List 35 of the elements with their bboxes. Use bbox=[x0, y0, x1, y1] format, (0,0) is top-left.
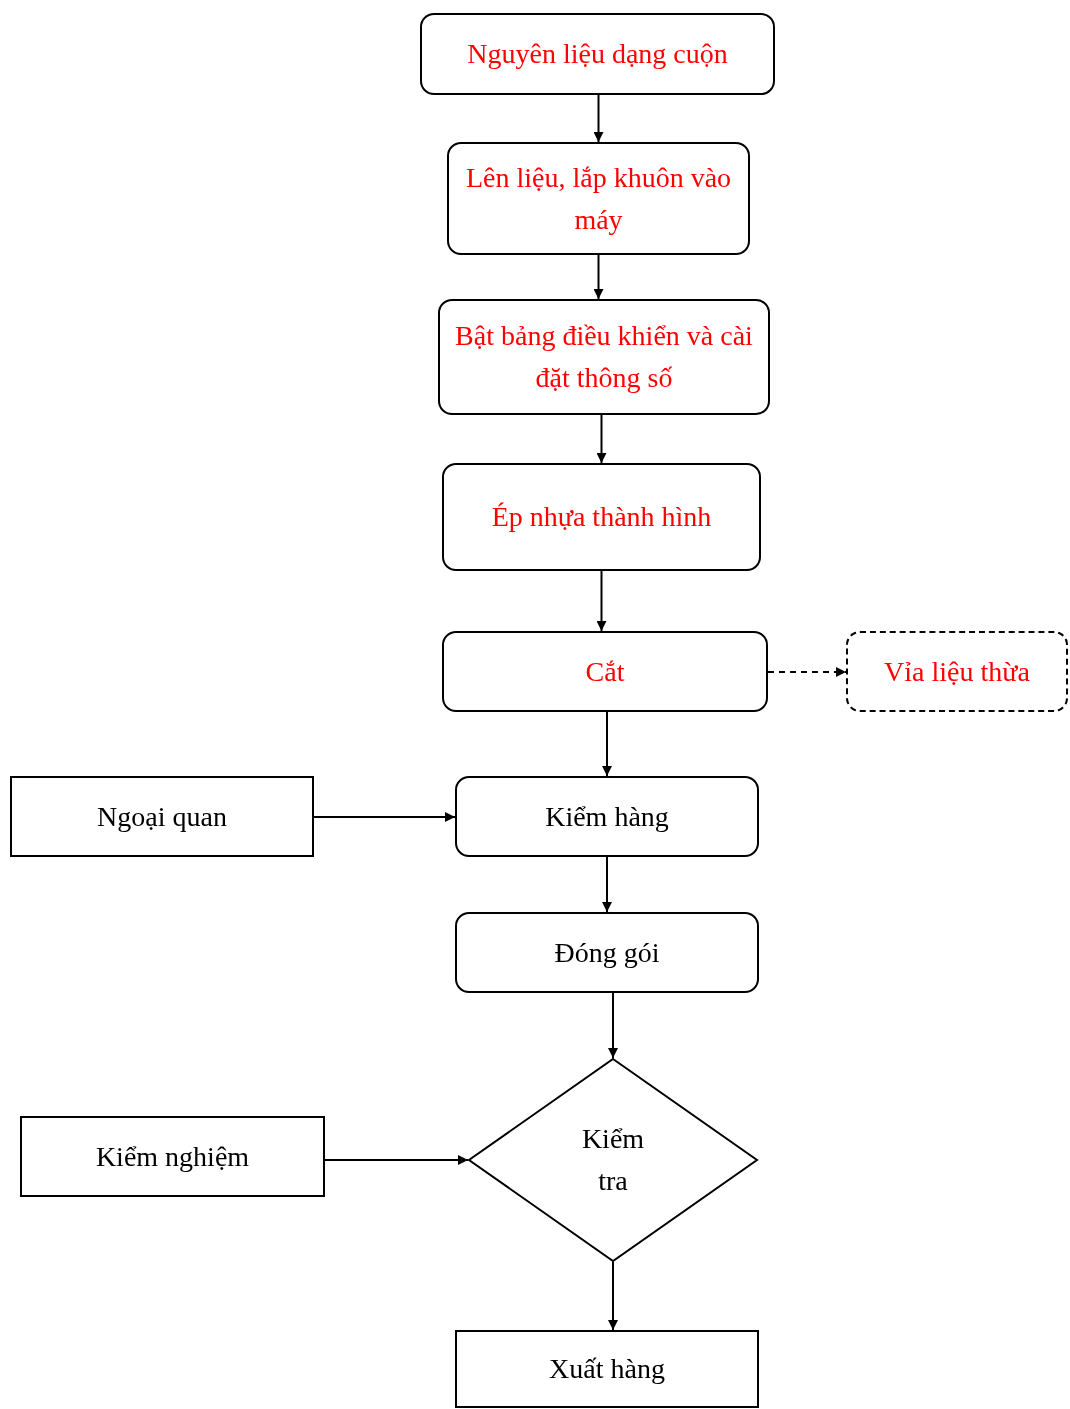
arrow bbox=[593, 94, 604, 143]
node-label: Xuất hàng bbox=[549, 1352, 665, 1386]
arrow bbox=[596, 414, 607, 464]
node-label: Vỉa liệu thừa bbox=[884, 654, 1030, 689]
process-box bbox=[442, 463, 761, 571]
process-box bbox=[455, 776, 759, 857]
arrow bbox=[602, 856, 612, 913]
process-box bbox=[447, 142, 750, 255]
arrow bbox=[608, 1261, 618, 1331]
arrow bbox=[313, 812, 456, 822]
node-label: Kiểm nghiệm bbox=[95, 1139, 250, 1174]
process-box bbox=[455, 912, 759, 993]
arrow bbox=[324, 1155, 469, 1165]
process-box bbox=[846, 631, 1068, 712]
process-box bbox=[420, 13, 775, 95]
arrow bbox=[593, 254, 604, 300]
decision-diamond bbox=[468, 1058, 758, 1262]
node-label: Kiểm tra bbox=[580, 1122, 646, 1198]
node-label: Nguyên liệu dạng cuộn bbox=[467, 37, 728, 71]
node-label: Ép nhựa thành hình bbox=[491, 500, 712, 534]
process-box bbox=[20, 1116, 325, 1197]
node-label: Bật bảng điều khiển và cài đặt thông số bbox=[454, 319, 754, 395]
node-label: Ngoại quan bbox=[97, 799, 227, 834]
node-label: Đóng gói bbox=[554, 935, 660, 970]
node-label: Cắt bbox=[585, 654, 625, 689]
arrow bbox=[596, 570, 607, 632]
arrow bbox=[602, 711, 612, 777]
node-label: Kiểm hàng bbox=[545, 799, 669, 834]
process-box bbox=[455, 1330, 759, 1408]
process-box bbox=[438, 299, 770, 415]
process-box bbox=[442, 631, 768, 712]
node-label: Lên liệu, lắp khuôn vào máy bbox=[464, 160, 733, 237]
process-box bbox=[10, 776, 314, 857]
arrow bbox=[608, 992, 618, 1059]
arrow bbox=[767, 667, 847, 677]
